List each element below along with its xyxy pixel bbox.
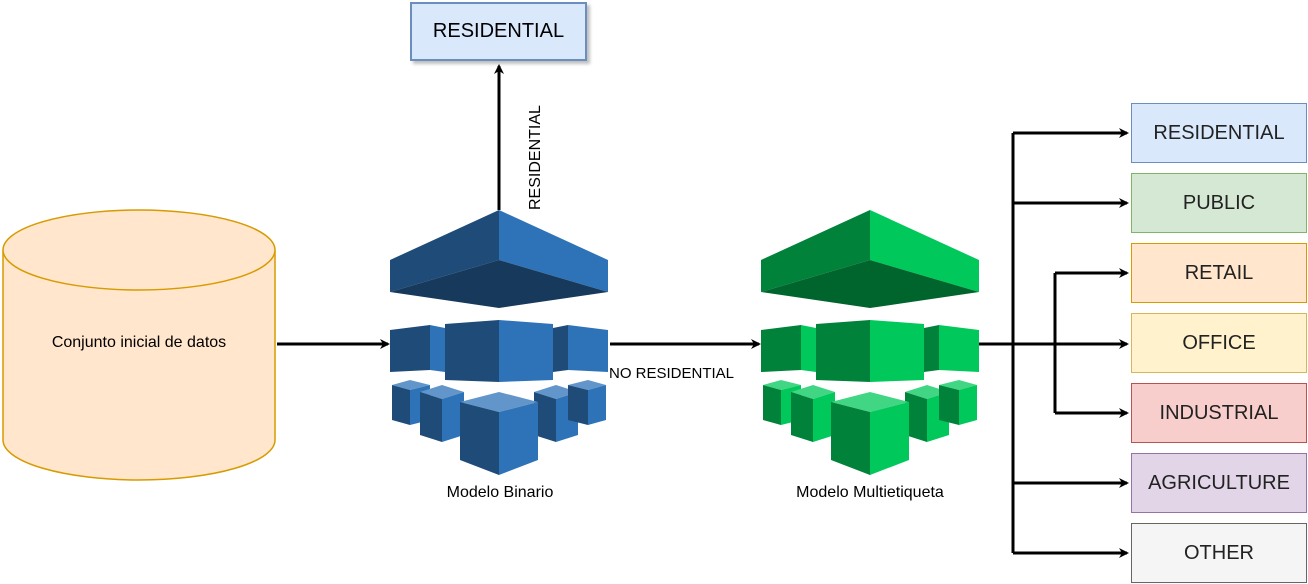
class-box-industrial: INDUSTRIAL <box>1131 383 1307 443</box>
cap-right <box>870 210 979 292</box>
binary-model-icon <box>390 210 608 475</box>
cap-underside <box>390 260 608 308</box>
low-cube-c-left <box>905 392 927 442</box>
mid-cube-left-b <box>430 325 445 372</box>
class-box-office: OFFICE <box>1131 313 1307 373</box>
low-cube-d-left <box>568 385 588 425</box>
low-cube-a-left <box>763 385 781 425</box>
low-cube-b-right <box>442 392 464 442</box>
class-box-public: PUBLIC <box>1131 173 1307 233</box>
class-label: PUBLIC <box>1182 191 1256 214</box>
mid-cube-right-a <box>553 325 568 372</box>
cap-underside <box>761 260 979 308</box>
low-cube-c-left <box>534 392 556 442</box>
no-residential-label: NO RESIDENTIAL <box>609 365 735 382</box>
database-body <box>2 250 276 481</box>
mid-cube-left-a <box>761 325 801 372</box>
class-label: AGRICULTURE <box>1148 471 1290 494</box>
mid-cube-center-a <box>445 320 499 382</box>
database-top <box>2 209 276 291</box>
cap-left <box>761 210 870 292</box>
residential-arrow-label: RESIDENTIAL <box>527 105 544 210</box>
front-cube-left <box>831 402 870 475</box>
multilabel-model-icon <box>761 210 979 475</box>
binary-model-label: Modelo Binario <box>446 484 554 501</box>
low-cube-b-left <box>791 392 813 442</box>
class-label: INDUSTRIAL <box>1159 401 1279 424</box>
front-cube-left <box>460 402 499 475</box>
class-label: OTHER <box>1184 541 1254 564</box>
class-label: RESIDENTIAL <box>1153 121 1285 144</box>
mid-cube-center-a <box>816 320 870 382</box>
mid-cube-left-a <box>390 325 430 372</box>
multilabel-model-label: Modelo Multietiqueta <box>796 484 944 501</box>
low-cube-d-right <box>959 385 977 425</box>
front-cube-right <box>499 402 538 475</box>
mid-cube-center-b <box>499 320 553 382</box>
class-label: OFFICE <box>1182 331 1256 354</box>
binary-residential-box: RESIDENTIAL <box>410 2 587 61</box>
mid-cube-right-b <box>939 325 979 372</box>
low-cube-b-right <box>813 392 835 442</box>
low-cube-a-top <box>392 380 430 390</box>
low-cube-d-top <box>939 380 977 390</box>
low-cube-d-left <box>939 385 959 425</box>
low-cube-d-right <box>588 385 606 425</box>
class-box-agriculture: AGRICULTURE <box>1131 453 1307 513</box>
mid-cube-left-b <box>801 325 816 372</box>
class-label: RETAIL <box>1184 261 1254 284</box>
connectors <box>277 64 1129 558</box>
cap-right <box>499 210 608 292</box>
mid-cube-right-a <box>924 325 939 372</box>
low-cube-a-left <box>392 385 410 425</box>
low-cube-a-top <box>763 380 801 390</box>
database-cylinder <box>2 209 276 481</box>
binary-residential-box-label: RESIDENTIAL <box>432 20 565 42</box>
database-label: Conjunto inicial de datos <box>51 334 227 351</box>
class-box-retail: RETAIL <box>1131 243 1307 303</box>
low-cube-d-top <box>568 380 606 390</box>
mid-cube-right-b <box>568 325 608 372</box>
low-cube-b-left <box>420 392 442 442</box>
cap-left <box>390 210 499 292</box>
mid-cube-center-b <box>870 320 924 382</box>
front-cube-right <box>870 402 909 475</box>
class-box-other: OTHER <box>1131 523 1307 583</box>
branch-main <box>979 133 1015 553</box>
class-box-residential: RESIDENTIAL <box>1131 103 1307 163</box>
